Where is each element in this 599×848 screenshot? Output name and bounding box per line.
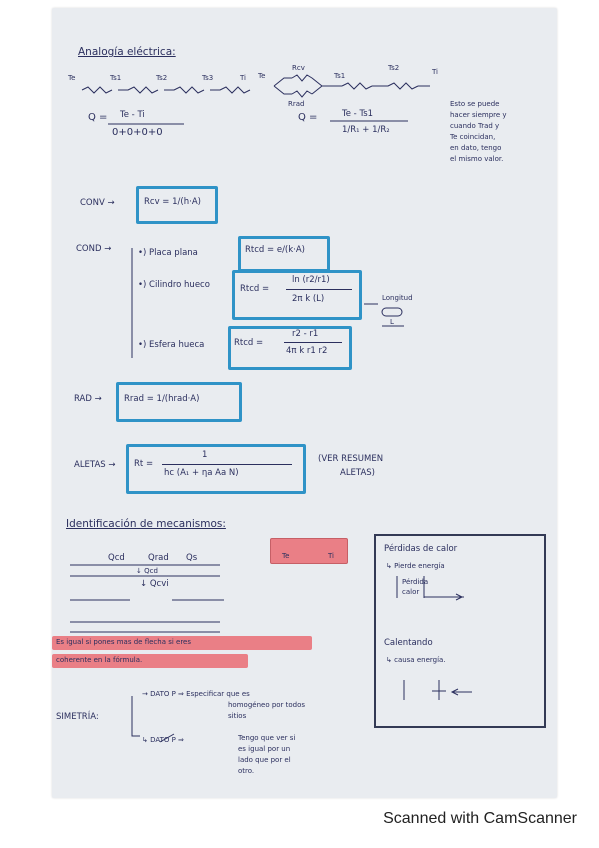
cond-cyl-l-mark: L — [390, 318, 394, 326]
ink-strokes — [70, 74, 472, 743]
loss-title: Pérdidas de calor — [384, 544, 458, 554]
conv-label: CONV → — [80, 198, 115, 208]
cond-label: COND → — [76, 244, 112, 254]
conv-formula: Rcv = 1/(h·A) — [144, 197, 201, 207]
mech-term-qcd: Qcd — [108, 553, 125, 563]
section-title-mechanisms: Identificación de mecanismos: — [66, 518, 226, 530]
rad-label: RAD → — [74, 394, 102, 404]
cond-sphere-num: r2 - r1 — [292, 329, 319, 339]
section-title-analogy: Analogía eléctrica: — [78, 46, 176, 58]
eq1-denominator: 0+0+0+0 — [112, 127, 163, 138]
sym-dato1: → DATO P ⇒ Especificar que es — [142, 690, 250, 698]
cond-cyl-note: Longitud — [382, 294, 413, 302]
sym-dato1c: sitios — [228, 712, 247, 720]
fins-note-2: ALETAS) — [340, 468, 375, 478]
cond-cyl-label: •) Cilindro hueco — [138, 280, 210, 290]
highlight-text-2: coherente en la fórmula. — [56, 656, 143, 664]
sym-dato2a: Tengo que ver si — [238, 734, 296, 742]
note-line-5: en dato, tengo — [450, 144, 502, 152]
loss-box — [374, 534, 546, 728]
mech-lower-qcd: ↓ Qcd — [136, 567, 158, 575]
cond-sphere-lhs: Rtcd = — [234, 338, 264, 348]
sym-dato1b: homogéneo por todos — [228, 701, 306, 709]
cond-cyl-den: 2π k (L) — [292, 294, 325, 304]
cond-sphere-fraction-line — [284, 342, 342, 343]
fins-num: 1 — [202, 450, 208, 460]
chain2-label-rrad: Rrad — [288, 100, 305, 108]
mech-pink-te: Te — [282, 552, 290, 560]
chain2-label-rcv: Rcv — [292, 64, 305, 72]
cond-cyl-num: ln (r2/r1) — [292, 275, 330, 285]
cond-sphere-label: •) Esfera hueca — [138, 340, 205, 350]
conv-formula-box — [136, 186, 218, 224]
sym-dato2: ↳ DATO P ⇒ — [142, 736, 184, 744]
highlight-bar-1 — [52, 636, 312, 650]
mech-lower-qcvi: ↓ Qcvi — [140, 579, 169, 589]
loss-sub: ↳ Pierde energía — [386, 562, 445, 570]
eq2-numerator: Te - Ts1 — [342, 109, 374, 119]
note-line-1: Esto se puede — [450, 100, 500, 108]
mech-pink-box — [270, 538, 348, 564]
fins-den: hc (A₁ + ηa Aa N) — [164, 468, 239, 478]
fins-formula-box — [126, 444, 306, 494]
sym-dato2b: es igual por un — [238, 745, 291, 753]
cond-sphere-den: 4π k r1 r2 — [286, 346, 328, 356]
gain-title: Calentando — [384, 638, 433, 648]
fins-note-1: (VER RESUMEN — [318, 454, 384, 464]
eq2-lhs: Q = — [298, 112, 318, 123]
rad-formula: Rrad = 1/(hrad·A) — [124, 394, 200, 404]
chain1-label-ti: Ti — [240, 74, 247, 82]
scanned-page: Analogía eléctrica: Te Ts1 Ts2 Ts3 Ti Q … — [52, 8, 557, 798]
mech-term-qs: Qs — [186, 553, 198, 563]
note-line-2: hacer siempre y — [450, 111, 507, 119]
sym-label: SIMETRÍA: — [56, 712, 99, 722]
sym-dato2d: otro. — [238, 767, 255, 775]
cond-cyl-box — [232, 270, 362, 320]
fins-label: ALETAS → — [74, 460, 116, 470]
eq2-denominator: 1/R₁ + 1/R₂ — [342, 125, 390, 135]
eq1-lhs: Q = — [88, 112, 108, 123]
mech-pink-ti: Ti — [328, 552, 335, 560]
chain2-label-ts2: Ts2 — [388, 64, 400, 72]
eq1-numerator: Te - Ti — [120, 110, 145, 120]
camscanner-footer: Scanned with CamScanner — [383, 810, 577, 827]
fins-lhs: Rt = — [134, 459, 154, 469]
highlight-bar-2 — [52, 654, 248, 668]
cond-sphere-box — [228, 326, 352, 370]
cond-plate-formula: Rtcd = e/(k·A) — [245, 245, 305, 255]
mech-term-qrad: Qrad — [148, 553, 169, 563]
gain-sub: ↳ causa energía. — [386, 656, 446, 664]
chain2-label-ti: Ti — [432, 68, 439, 76]
cond-plate-label: •) Placa plana — [138, 248, 198, 258]
cond-cyl-fraction-line — [286, 289, 352, 290]
loss-perdida: Pérdida — [402, 578, 429, 586]
loss-calor: calor — [402, 588, 420, 596]
cond-cyl-lhs: Rtcd = — [240, 284, 270, 294]
chain1-label-ts3: Ts3 — [202, 74, 214, 82]
rad-formula-box — [116, 382, 242, 422]
sym-dato2c: lado que por el — [238, 756, 291, 764]
fins-fraction-line — [162, 464, 292, 465]
highlight-text-1: Es igual si pones mas de flecha si eres — [56, 638, 192, 646]
chain1-label-ts2: Ts2 — [156, 74, 168, 82]
chain1-label-ts1: Ts1 — [110, 74, 122, 82]
note-line-6: el mismo valor. — [450, 155, 504, 163]
note-line-3: cuando Trad y — [450, 122, 500, 130]
note-line-4: Te coincidan, — [450, 133, 496, 141]
chain2-label-ts1: Ts1 — [334, 72, 346, 80]
chain1-label-te: Te — [68, 74, 76, 82]
chain2-label-te: Te — [258, 72, 266, 80]
